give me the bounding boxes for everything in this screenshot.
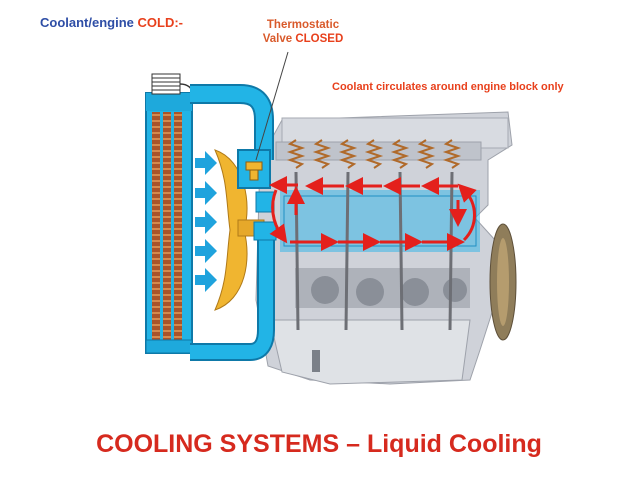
valve-springs (286, 139, 462, 169)
heading-part-coolant: Coolant/engine (40, 15, 134, 30)
slide-title: COOLING SYSTEMS – Liquid Cooling (96, 430, 542, 458)
radiator-core-1 (152, 112, 160, 344)
air-arrow-4 (195, 239, 217, 263)
cooling-diagram (145, 51, 517, 385)
thermostat-housing (237, 149, 277, 241)
flow-left-down (269, 189, 288, 244)
radiator-core-2 (163, 112, 171, 344)
air-arrow-2 (195, 181, 217, 205)
air-arrow-3 (195, 210, 217, 234)
air-arrow-5 (195, 268, 217, 292)
air-arrow-1 (195, 151, 217, 175)
valve-callout-leader (255, 51, 289, 161)
heading-part-cold: COLD:- (137, 15, 184, 30)
radiator (145, 73, 201, 354)
valve-callout-valve: Valve (262, 33, 293, 45)
valve-callout-closed: CLOSED (295, 33, 344, 45)
radiator-cap (151, 73, 181, 95)
radiator-core-3 (174, 112, 182, 344)
bottom-hose (190, 232, 275, 361)
flow-right-up (457, 183, 477, 242)
valve-callout-line1: Thermostatic (266, 19, 340, 31)
circulation-note: Coolant circulates around engine block o… (332, 81, 564, 93)
valve-callout: Thermostatic Valve CLOSED (248, 18, 358, 46)
circulation-arrows (269, 176, 477, 251)
airflow-arrows (195, 151, 217, 292)
top-hose (190, 84, 274, 160)
heading-coolant-cold: Coolant/engine COLD:- (40, 15, 183, 30)
pushrods (294, 171, 454, 331)
